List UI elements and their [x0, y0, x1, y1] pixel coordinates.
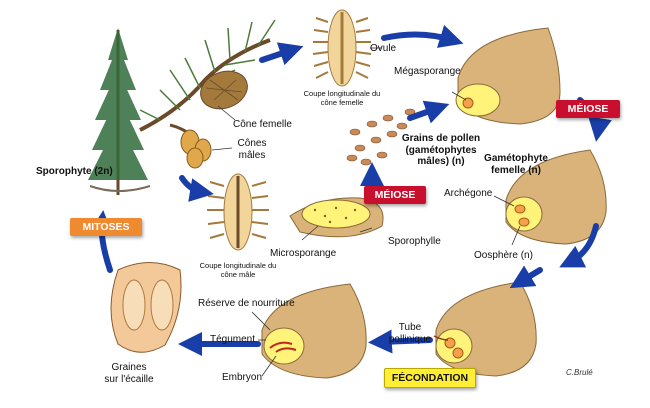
label-microsporangium: Microsporange	[270, 248, 337, 259]
pine-branch-illustration	[139, 19, 276, 169]
ovule-female-gametophyte-illustration	[493, 149, 607, 246]
label-archegonium: Archégone	[444, 188, 493, 199]
label-food-reserve: Réserve de nourriture	[198, 298, 295, 309]
label-embryo: Embryon	[222, 372, 263, 383]
label-male-cone-section: Coupe longitudinale du cône mâle	[199, 261, 277, 279]
ovule-megasporangium-illustration	[451, 27, 561, 125]
label-pollen-grains: Grains de pollen (gamétophytes mâles) (n…	[401, 133, 481, 167]
label-sporophyll: Sporophylle	[388, 236, 441, 247]
seeds-on-scale-illustration	[110, 262, 182, 353]
label-pollen-tube: Tube pollinique	[388, 322, 432, 345]
label-sporophyte: Sporophyte (2n)	[36, 166, 113, 177]
label-integument: Tégument	[210, 334, 256, 345]
badge-fertilization: FÉCONDATION	[384, 368, 476, 388]
label-male-cones: Cônes mâles	[237, 138, 267, 161]
label-seeds-on-scale: Graines sur l'écaille	[104, 362, 154, 385]
sporophyll-illustration	[289, 197, 384, 241]
label-ovule: Ovule	[370, 43, 397, 54]
badge-mitoses: MITOSES	[70, 218, 142, 236]
artist-signature: C.Brulé	[566, 368, 593, 377]
label-megasporangium: Mégasporange	[394, 66, 461, 77]
label-oosphere: Oosphère (n)	[474, 250, 533, 261]
male-cone-section-illustration	[207, 173, 269, 251]
pine-tree-illustration	[88, 28, 151, 195]
label-female-gametophyte: Gamétophyte femelle (n)	[484, 153, 548, 176]
badge-meiosis-right: MÉIOSE	[556, 100, 620, 118]
badge-meiosis-center: MÉIOSE	[364, 186, 426, 204]
label-female-cone: Cône femelle	[233, 119, 292, 130]
ovule-embryo-illustration	[251, 283, 367, 379]
female-cone-section-illustration	[312, 9, 382, 87]
ovule-fertilization-illustration	[433, 281, 537, 377]
label-female-cone-section: Coupe longitudinale du cône femelle	[303, 89, 381, 107]
